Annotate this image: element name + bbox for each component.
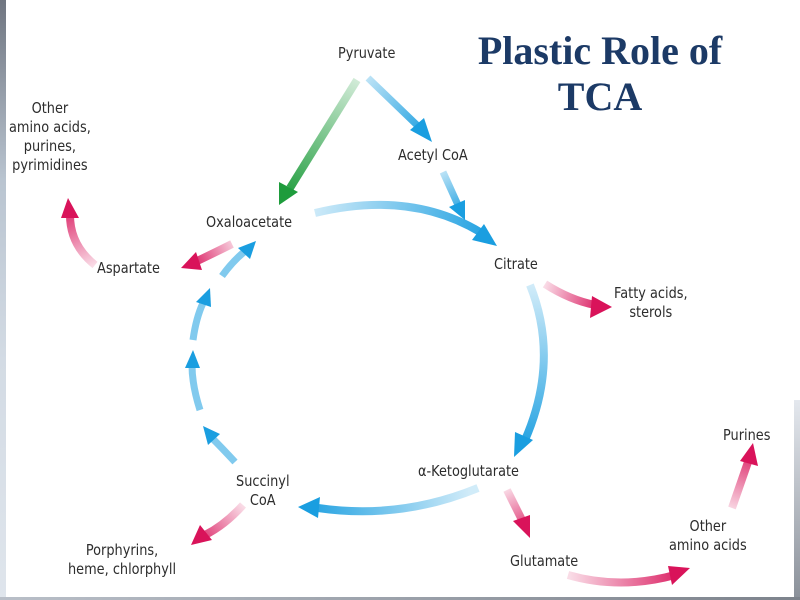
node-porphyrins: Porphyrins, heme, chlorphyll	[68, 541, 176, 579]
node-porphyrins-line1: Porphyrins,	[85, 541, 159, 559]
node-pyruvate: Pyruvate	[338, 44, 396, 62]
node-fatty-acids-line1: Fatty acids,	[614, 284, 688, 302]
node-succinyl-coa-line1: Succinyl	[236, 472, 290, 490]
node-succinyl-coa: Succinyl CoA	[236, 472, 290, 510]
node-oxaloacetate: Oxaloacetate	[206, 213, 293, 231]
arrow-ketoglutarate-to-glutamate	[503, 488, 530, 538]
arrow-citrate-to-ketoglutarate	[514, 283, 548, 457]
arrow-pyruvate-to-oxaloacetate	[279, 77, 361, 205]
node-acetyl-coa: Acetyl CoA	[398, 146, 468, 164]
slide-right-edge	[794, 400, 800, 600]
node-porphyrins-line2: heme, chlorphyll	[68, 560, 177, 578]
node-fatty-acids-sterols: Fatty acids, sterols	[614, 284, 688, 322]
arrow-acetylcoa-to-citrate	[439, 170, 465, 220]
arc-segment-3	[189, 288, 211, 341]
arrow-succinylcoa-to-porphyrins	[191, 502, 246, 545]
node-other-aa-line4: pyrimidines	[12, 156, 88, 174]
arc-segment-2	[185, 350, 204, 412]
node-aspartate: Aspartate	[97, 259, 160, 277]
arrow-pyruvate-to-acetylcoa	[365, 75, 432, 142]
slide-left-edge	[0, 0, 6, 600]
node-other-amino-acids-line2: amino acids	[669, 536, 747, 554]
arc-segment-1	[203, 426, 238, 465]
node-fatty-acids-line2: sterols	[629, 303, 673, 321]
slide-bottom-edge	[0, 597, 800, 600]
slide-title-line2: TCA	[557, 74, 643, 119]
node-purines: Purines	[723, 426, 771, 444]
node-other-aa-line2: amino acids,	[9, 118, 91, 136]
arrow-oxaloacetate-to-aspartate	[181, 240, 234, 270]
node-glutamate: Glutamate	[510, 552, 579, 570]
arrow-glutamate-to-otheraminoacids	[566, 566, 690, 587]
node-other-amino-acids: Other amino acids	[669, 517, 747, 555]
arrow-otheraminoacids-to-purines	[728, 443, 758, 510]
node-other-amino-acids-purines-pyrimidines: Other amino acids, purines, pyrimidines	[9, 99, 91, 175]
arrow-ketoglutarate-to-succinylcoa	[298, 484, 480, 518]
node-other-aa-line1: Other	[31, 99, 69, 117]
arrow-oxaloacetate-to-citrate	[314, 200, 497, 246]
slide-title-line1: Plastic Role of	[477, 28, 723, 73]
node-other-aa-line3: purines,	[23, 137, 76, 155]
node-other-amino-acids-line1: Other	[689, 517, 727, 535]
node-alpha-ketoglutarate: α-Ketoglutarate	[418, 462, 519, 480]
node-succinyl-coa-line2: CoA	[249, 491, 276, 509]
arrow-succinylcoa-to-oxaloacetate	[185, 241, 256, 465]
arc-segment-4	[219, 241, 256, 279]
arrow-citrate-to-fattyacids	[542, 280, 612, 318]
arrow-aspartate-to-otheraminoacids	[61, 198, 98, 269]
slide-title: Plastic Role of TCA	[440, 28, 760, 120]
node-citrate: Citrate	[494, 255, 538, 273]
